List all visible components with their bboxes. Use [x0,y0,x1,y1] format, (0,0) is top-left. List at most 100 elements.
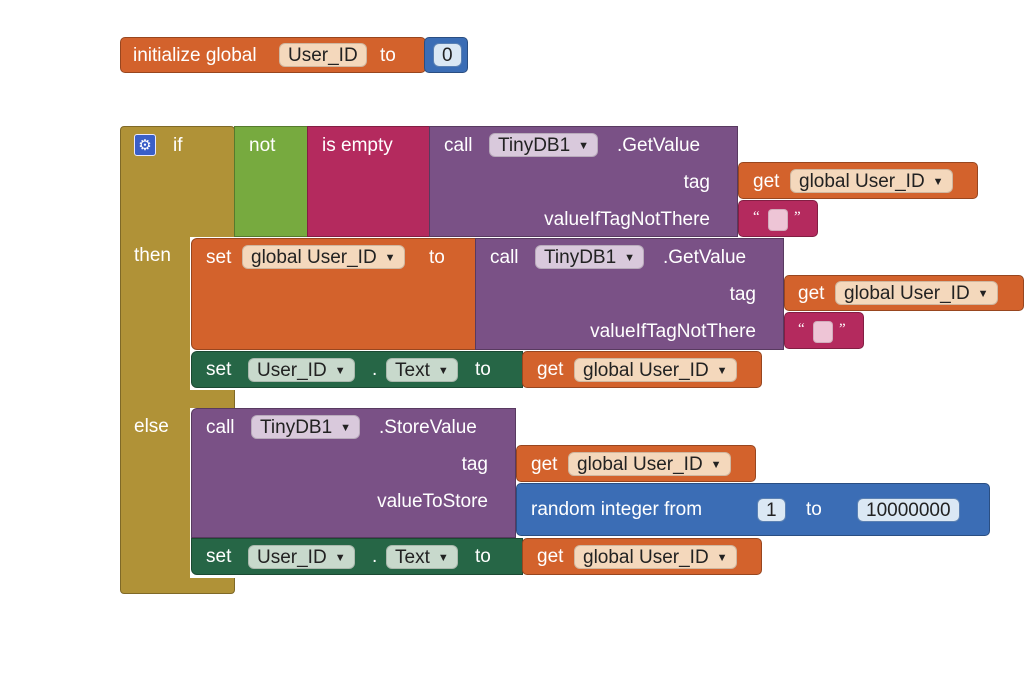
set-to-label: to [475,359,491,380]
component-dropdown[interactable]: TinyDB1▼ [489,133,599,157]
variable-dropdown[interactable]: global User_ID ▼ [835,281,998,305]
dropdown-arrow-icon: ▼ [340,422,352,434]
method-label: .StoreValue [379,417,477,438]
quote-open-icon: “ [798,321,805,337]
component-dropdown-label: TinyDB1 [260,417,333,438]
get-global-block-3[interactable]: get global User_ID▼ [522,351,762,388]
if-label: if [173,135,183,156]
dot-label: . [372,546,378,567]
get-global-block-4[interactable]: get global User_ID ▼ [516,445,756,482]
is-empty-label: is empty [322,135,393,156]
dropdown-arrow-icon: ▼ [716,552,728,564]
variable-dropdown[interactable]: global User_ID ▼ [574,545,737,569]
then-label: then [134,245,171,266]
dot-label: . [372,359,378,380]
property-dropdown-label: Text [395,360,430,381]
variable-dropdown-label: global User_ID [583,547,709,568]
initialize-global-block[interactable]: initialize global User_ID to [120,37,426,73]
gear-icon[interactable]: ⚙ [134,134,156,156]
random-to-field[interactable]: 10000000 [857,498,960,522]
set-label: set [206,247,232,268]
number-block-init[interactable]: 0 [424,37,468,73]
get-label: get [753,171,780,192]
random-integer-label: random integer from [531,499,703,520]
component-dropdown-label: TinyDB1 [498,135,571,156]
component-dropdown[interactable]: TinyDB1 ▼ [251,415,361,439]
variable-dropdown[interactable]: global User_ID ▼ [568,452,731,476]
default-param-label: valueIfTagNotThere [590,321,756,342]
quote-open-icon: “ [753,209,760,225]
set-global-block[interactable]: set global User_ID ▼ to [191,238,476,350]
call-label: call [206,417,235,438]
tag-param-label: tag [461,454,488,475]
initialize-global-label: initialize global [133,45,257,66]
empty-string-block-2[interactable]: “ ” [784,312,864,349]
empty-string-field[interactable] [813,321,833,343]
dropdown-arrow-icon: ▼ [334,365,346,377]
tag-param-label: tag [729,284,756,305]
dropdown-arrow-icon: ▼ [716,365,728,377]
set-text-block-1[interactable]: set User_ID ▼ . Text ▼ to [191,351,523,388]
component-dropdown[interactable]: TinyDB1 ▼ [535,245,645,269]
call-label: call [444,135,473,156]
method-label: .GetValue [663,247,747,268]
set-variable-dropdown-label: global User_ID [251,247,377,268]
init-to-label: to [380,45,396,66]
set-variable-dropdown[interactable]: global User_ID ▼ [242,245,405,269]
number-field-init[interactable]: 0 [433,43,462,67]
call-label: call [490,247,519,268]
not-block[interactable]: not [234,126,308,237]
component-dropdown-label: TinyDB1 [544,247,617,268]
dropdown-arrow-icon: ▼ [977,288,989,300]
variable-dropdown-label: global User_ID [844,283,970,304]
random-from-field[interactable]: 1 [757,498,786,522]
tinydb-storevalue-block[interactable]: call TinyDB1 ▼ .StoreValue tag valueToSto… [191,408,516,538]
tinydb-getvalue-block-1[interactable]: call TinyDB1▼ .GetValue tag valueIfTagNo… [429,126,738,237]
component-dropdown[interactable]: User_ID ▼ [248,545,355,569]
random-integer-block[interactable]: random integer from 1 to 10000000 [516,483,990,536]
set-to-label: to [475,546,491,567]
not-label: not [249,135,276,156]
set-text-block-2[interactable]: set User_ID ▼ . Text ▼ to [191,538,523,575]
set-label: set [206,546,232,567]
tag-param-label: tag [683,172,710,193]
component-dropdown[interactable]: User_ID ▼ [248,358,355,382]
get-global-block-1[interactable]: get global User_ID ▼ [738,162,978,199]
else-label: else [134,416,169,437]
set-to-label: to [429,247,445,268]
dropdown-arrow-icon: ▼ [437,552,449,564]
value-param-label: valueToStore [377,491,488,512]
dropdown-arrow-icon: ▼ [384,252,396,264]
default-param-label: valueIfTagNotThere [544,209,710,230]
dropdown-arrow-icon: ▼ [334,552,346,564]
set-label: set [206,359,232,380]
empty-string-block-1[interactable]: “ ” [738,200,818,237]
component-dropdown-label: User_ID [257,360,327,381]
variable-dropdown-label: global User_ID [799,171,925,192]
variable-dropdown[interactable]: global User_ID ▼ [790,169,953,193]
quote-close-icon: ” [839,321,846,337]
dropdown-arrow-icon: ▼ [624,252,636,264]
is-empty-block[interactable]: is empty [307,126,430,237]
dropdown-arrow-icon: ▼ [710,459,722,471]
property-dropdown[interactable]: Text ▼ [386,545,458,569]
get-label: get [531,454,558,475]
property-dropdown[interactable]: Text ▼ [386,358,458,382]
variable-dropdown[interactable]: global User_ID▼ [574,358,737,382]
tinydb-getvalue-block-2[interactable]: call TinyDB1 ▼ .GetValue tag valueIfTagNo… [475,238,784,350]
variable-dropdown-label: global User_ID [577,454,703,475]
global-variable-name-field[interactable]: User_ID [279,43,367,67]
empty-string-field[interactable] [768,209,788,231]
get-label: get [537,546,564,567]
component-dropdown-label: User_ID [257,547,327,568]
get-label: get [798,283,825,304]
method-label: .GetValue [617,135,701,156]
dropdown-arrow-icon: ▼ [437,365,449,377]
get-global-block-2[interactable]: get global User_ID ▼ [784,275,1024,311]
quote-close-icon: ” [794,209,801,225]
get-label: get [537,359,564,380]
property-dropdown-label: Text [395,547,430,568]
get-global-block-5[interactable]: get global User_ID ▼ [522,538,762,575]
random-to-label: to [806,499,822,520]
dropdown-arrow-icon: ▼ [932,176,944,188]
